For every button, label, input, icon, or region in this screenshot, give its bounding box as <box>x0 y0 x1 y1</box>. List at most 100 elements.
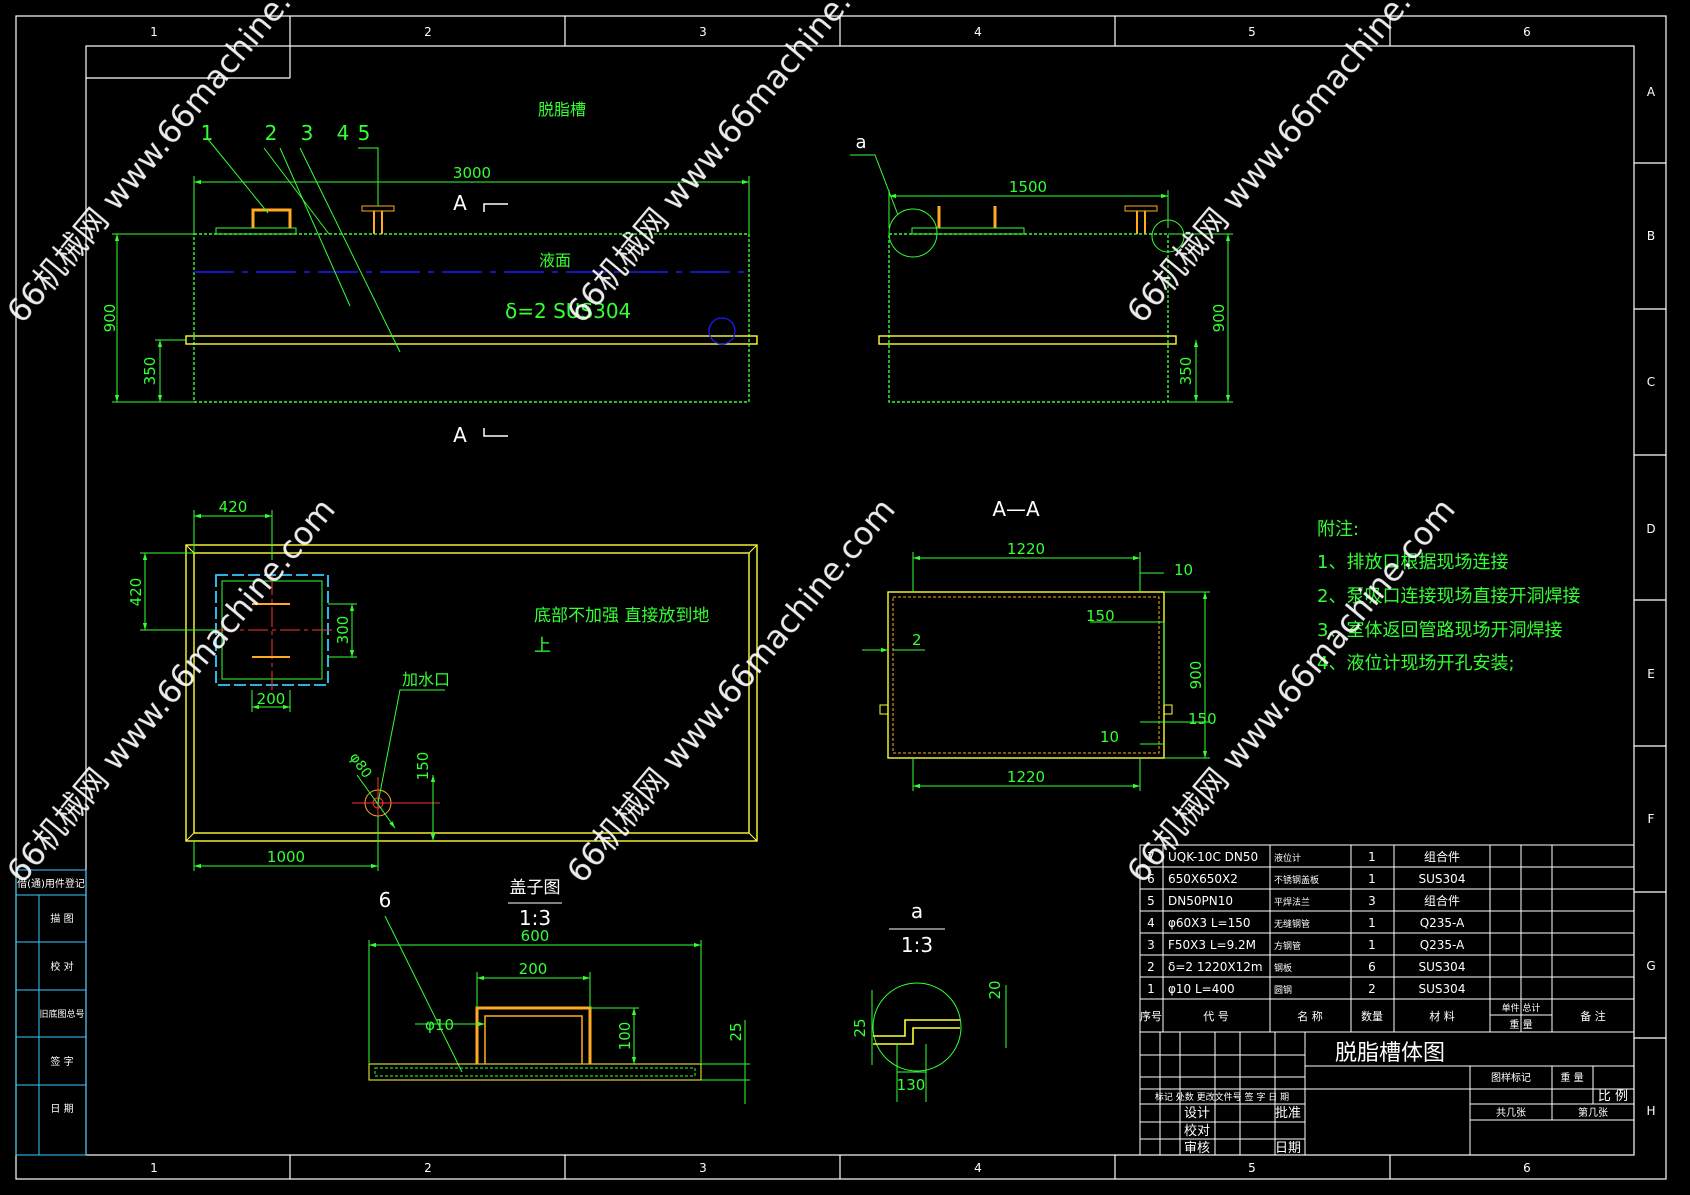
cover-view: 6 盖子图 1:3 600 200 φ10 100 25 <box>368 878 750 1104</box>
bom-cell-material: Q235-A <box>1420 916 1465 930</box>
bom-header-weight-top: 单件 总计 <box>1502 1002 1541 1014</box>
zone-row-h: H <box>1646 1104 1655 1118</box>
dim-300: 300 <box>334 616 352 645</box>
dim-350-side: 350 <box>1177 357 1195 386</box>
dim-600: 600 <box>521 927 550 945</box>
zone-row-e: E <box>1647 667 1655 681</box>
dim-100: 100 <box>616 1022 634 1051</box>
bom-cell-material: SUS304 <box>1419 872 1466 886</box>
zone-col-3-bottom: 3 <box>699 1161 707 1175</box>
dim-130-detail: 130 <box>897 1076 926 1094</box>
part-4: 4 <box>337 121 350 145</box>
material-note: δ=2 SUS304 <box>505 299 631 323</box>
detail-title: a <box>911 899 923 923</box>
bom-cell-spec: φ10 L=400 <box>1168 982 1235 996</box>
bom-cell-qty: 1 <box>1368 938 1376 952</box>
bom-cell-no: 6 <box>1147 872 1155 886</box>
watermarks: 66机械网 www.66machine.com 66机械网 www.66mach… <box>0 0 1463 890</box>
tb-sheet-no: 第几张 <box>1578 1106 1608 1119</box>
zone-col-4: 4 <box>974 25 982 39</box>
watermark: 66机械网 www.66machine.com <box>0 0 343 330</box>
dim-900-front: 900 <box>101 304 119 333</box>
note-1: 1、排放口根据现场连接 <box>1317 552 1508 573</box>
side-strip: 借(通)用件登记 描 图 校 对 旧底图总号 签 字 日 期 <box>15 869 87 1156</box>
dim-350-front: 350 <box>141 357 159 386</box>
dim-1220-top: 1220 <box>1007 540 1045 558</box>
strip-signature: 签 字 <box>50 1055 73 1068</box>
section-mark-bottom: A <box>453 423 467 447</box>
dim-2: 2 <box>912 631 922 649</box>
bom-cell-name: 平焊法兰 <box>1274 896 1310 908</box>
bom-header-weight-bottom: 重 量 <box>1509 1018 1532 1031</box>
zone-col-1-bottom: 1 <box>150 1161 158 1175</box>
tb-date: 日期 <box>1275 1141 1301 1156</box>
dim-420-y: 420 <box>127 578 145 607</box>
bom-cell-qty: 2 <box>1368 982 1376 996</box>
watermark: 66机械网 www.66machine.com <box>559 0 903 330</box>
bom-header-no: 序号 <box>1140 1009 1162 1023</box>
bom-cell-spec: DN50PN10 <box>1168 894 1233 908</box>
bom-cell-material: Q235-A <box>1420 938 1465 952</box>
detail-mark-a: a <box>855 132 866 153</box>
dim-25-cover: 25 <box>727 1022 745 1041</box>
bom-cell-qty: 6 <box>1368 960 1376 974</box>
dim-10-top: 10 <box>1174 561 1193 579</box>
tb-scale: 比 例 <box>1598 1089 1628 1104</box>
bom-cell-material: SUS304 <box>1419 982 1466 996</box>
dim-900-section: 900 <box>1187 661 1205 690</box>
zone-row-f: F <box>1648 812 1655 826</box>
revision-marks: 标记 处数 更改文件号 签 字 日 期 <box>1155 1091 1289 1103</box>
zone-col-4-bottom: 4 <box>974 1161 982 1175</box>
bom-cell-name: 方钢管 <box>1274 940 1301 952</box>
part-3: 3 <box>301 121 314 145</box>
bom-cell-qty: 1 <box>1368 916 1376 930</box>
zone-col-2-bottom: 2 <box>424 1161 432 1175</box>
frame <box>15 15 1667 1180</box>
bom-cell-no: 5 <box>1147 894 1155 908</box>
bottom-note-2: 上 <box>534 636 551 656</box>
zone-col-5-bottom: 5 <box>1248 1161 1256 1175</box>
zone-row-d: D <box>1646 522 1655 536</box>
dim-20-detail: 20 <box>986 980 1004 999</box>
watermark: 66机械网 www.66machine.com <box>1119 0 1463 330</box>
bom-header-material: 材 料 <box>1429 1009 1455 1023</box>
dim-150b: 150 <box>1188 710 1217 728</box>
dim-1000: 1000 <box>267 848 305 866</box>
bom-cell-spec: 650X650X2 <box>1168 872 1238 886</box>
bom-cell-no: 7 <box>1147 850 1155 864</box>
bom-cell-no: 1 <box>1147 982 1155 996</box>
drawing-title: 脱脂槽体图 <box>1335 1041 1445 1066</box>
bom-header-remark: 备 注 <box>1580 1009 1606 1023</box>
zone-col-6: 6 <box>1523 25 1531 39</box>
section-mark-top: A <box>453 191 467 215</box>
dim-phi10: φ10 <box>425 1016 454 1034</box>
section-view: A—A 1220 1220 10 10 150 150 2 900 <box>862 497 1217 791</box>
tb-approver: 批准 <box>1275 1106 1301 1121</box>
bom-cell-material: SUS304 <box>1419 960 1466 974</box>
side-view: a 1500 900 350 <box>850 132 1233 403</box>
note-4: 4、液位计现场开孔安装; <box>1317 653 1515 674</box>
dim-150-top: 150 <box>414 752 432 781</box>
zone-row-a: A <box>1647 85 1656 99</box>
dim-200-top: 200 <box>257 690 286 708</box>
dim-10-bottom: 10 <box>1100 728 1119 746</box>
strip-old-drawing-no: 旧底图总号 <box>39 1008 84 1020</box>
bom-cell-no: 2 <box>1147 960 1155 974</box>
note-2: 2、泵吸口连接现场直接开洞焊接 <box>1317 586 1580 607</box>
note-3: 3、室体返回管路现场开洞焊接 <box>1317 620 1562 641</box>
bom-cell-qty: 3 <box>1368 894 1376 908</box>
bom-cell-qty: 1 <box>1368 872 1376 886</box>
detail-a-view: a 1:3 25 20 130 <box>851 899 1007 1102</box>
tb-stage: 图样标记 <box>1491 1071 1531 1084</box>
front-view: 3000 900 350 1 2 3 4 5 液面 δ=2 SUS304 A A <box>101 121 758 447</box>
dim-420-x: 420 <box>219 498 248 516</box>
bom-header-spec: 代 号 <box>1203 1010 1229 1023</box>
zone-col-3: 3 <box>699 25 707 39</box>
part-1: 1 <box>201 121 214 145</box>
bom-cell-material: 组合件 <box>1424 849 1460 864</box>
dim-3000: 3000 <box>453 164 491 182</box>
watermark: 66机械网 www.66machine.com <box>0 491 343 890</box>
bom-cell-spec: UQK-10C DN50 <box>1168 850 1258 864</box>
cover-title: 盖子图 <box>510 878 561 898</box>
